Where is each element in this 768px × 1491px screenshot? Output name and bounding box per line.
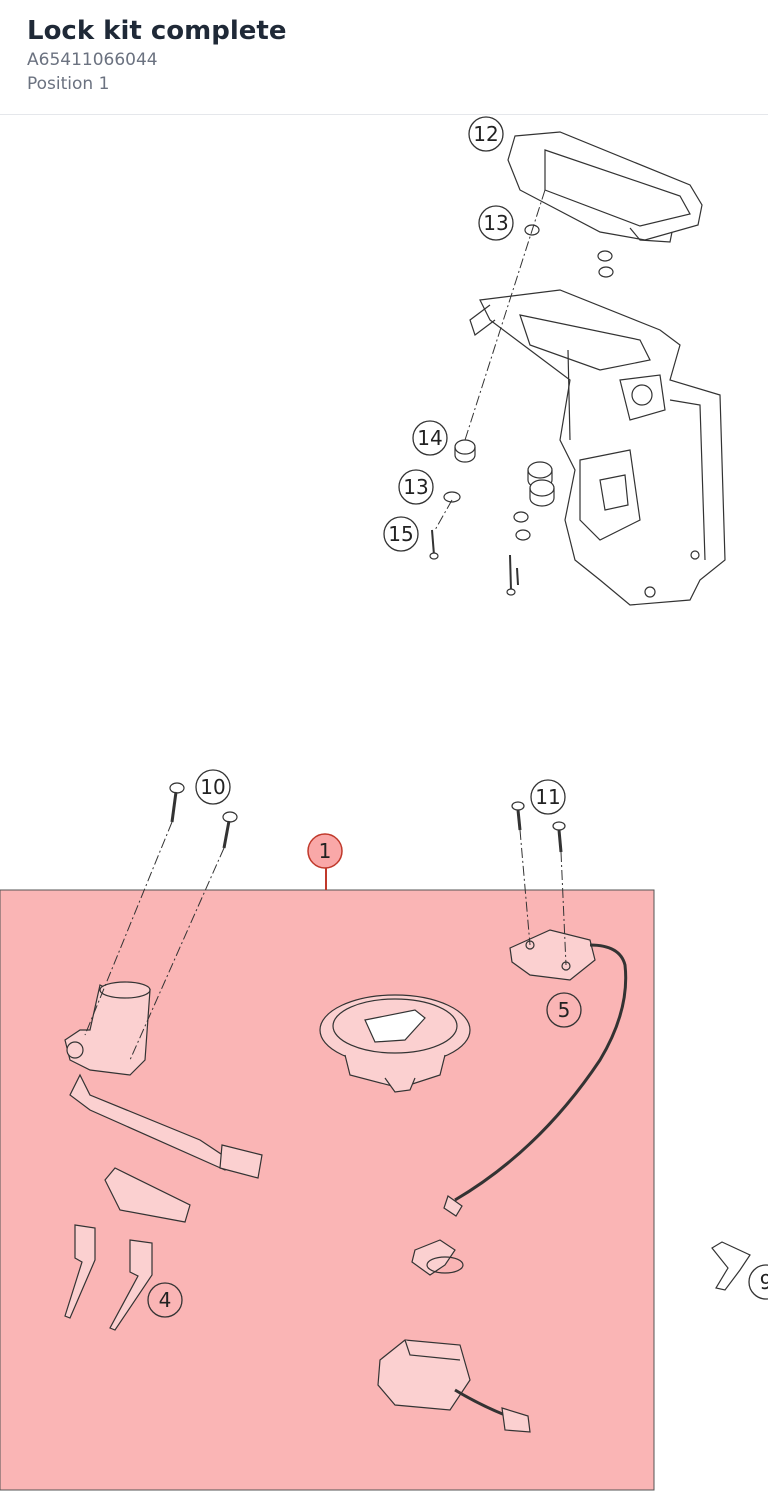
callout-12[interactable]: 12 <box>468 116 504 152</box>
svg-text:13: 13 <box>483 211 508 235</box>
position-label: Position 1 <box>27 74 110 94</box>
callout-14[interactable]: 14 <box>412 420 448 456</box>
svg-text:11: 11 <box>535 785 560 809</box>
ignition-lock-assembly <box>64 981 263 1331</box>
part-header: Lock kit complete A65411066044 Position … <box>0 0 768 115</box>
steering-lock-assembly <box>377 929 628 1433</box>
callout-9[interactable]: 9 <box>748 1264 768 1300</box>
callout-10[interactable]: 10 <box>195 769 231 805</box>
svg-text:14: 14 <box>417 426 442 450</box>
page-title: Lock kit complete <box>27 16 287 46</box>
svg-text:1: 1 <box>319 839 332 863</box>
part-number: A65411066044 <box>27 50 158 70</box>
callout-1[interactable]: 1 <box>307 833 343 869</box>
assembly-lines-10 <box>84 821 225 1061</box>
screws-11 <box>511 801 566 853</box>
callout-15[interactable]: 15 <box>383 516 419 552</box>
svg-text:5: 5 <box>558 998 571 1022</box>
svg-text:4: 4 <box>159 1288 172 1312</box>
fuel-cap <box>319 994 471 1093</box>
callout-13[interactable]: 13 <box>478 205 514 241</box>
svg-text:12: 12 <box>473 122 498 146</box>
lock-kit-highlight[interactable] <box>0 889 655 1491</box>
assembly-lines-top <box>434 189 546 531</box>
svg-text:13: 13 <box>403 475 428 499</box>
svg-text:10: 10 <box>200 775 225 799</box>
svg-text:9: 9 <box>760 1270 768 1294</box>
bracket-part-9 <box>711 1241 751 1291</box>
diagram-svg: 12 13 14 13 15 10 11 1 <box>0 116 768 1491</box>
callout-13-lower[interactable]: 13 <box>398 469 434 505</box>
assembly-lines-11 <box>519 829 567 966</box>
dashboard-assembly <box>429 131 726 606</box>
callout-4[interactable]: 4 <box>147 1282 183 1318</box>
screws-10 <box>169 782 238 849</box>
callouts: 12 13 14 13 15 10 11 1 <box>147 116 768 1318</box>
svg-text:15: 15 <box>388 522 413 546</box>
exploded-diagram[interactable]: 12 13 14 13 15 10 11 1 <box>0 116 768 1491</box>
callout-11[interactable]: 11 <box>530 779 566 815</box>
callout-5[interactable]: 5 <box>546 992 582 1028</box>
